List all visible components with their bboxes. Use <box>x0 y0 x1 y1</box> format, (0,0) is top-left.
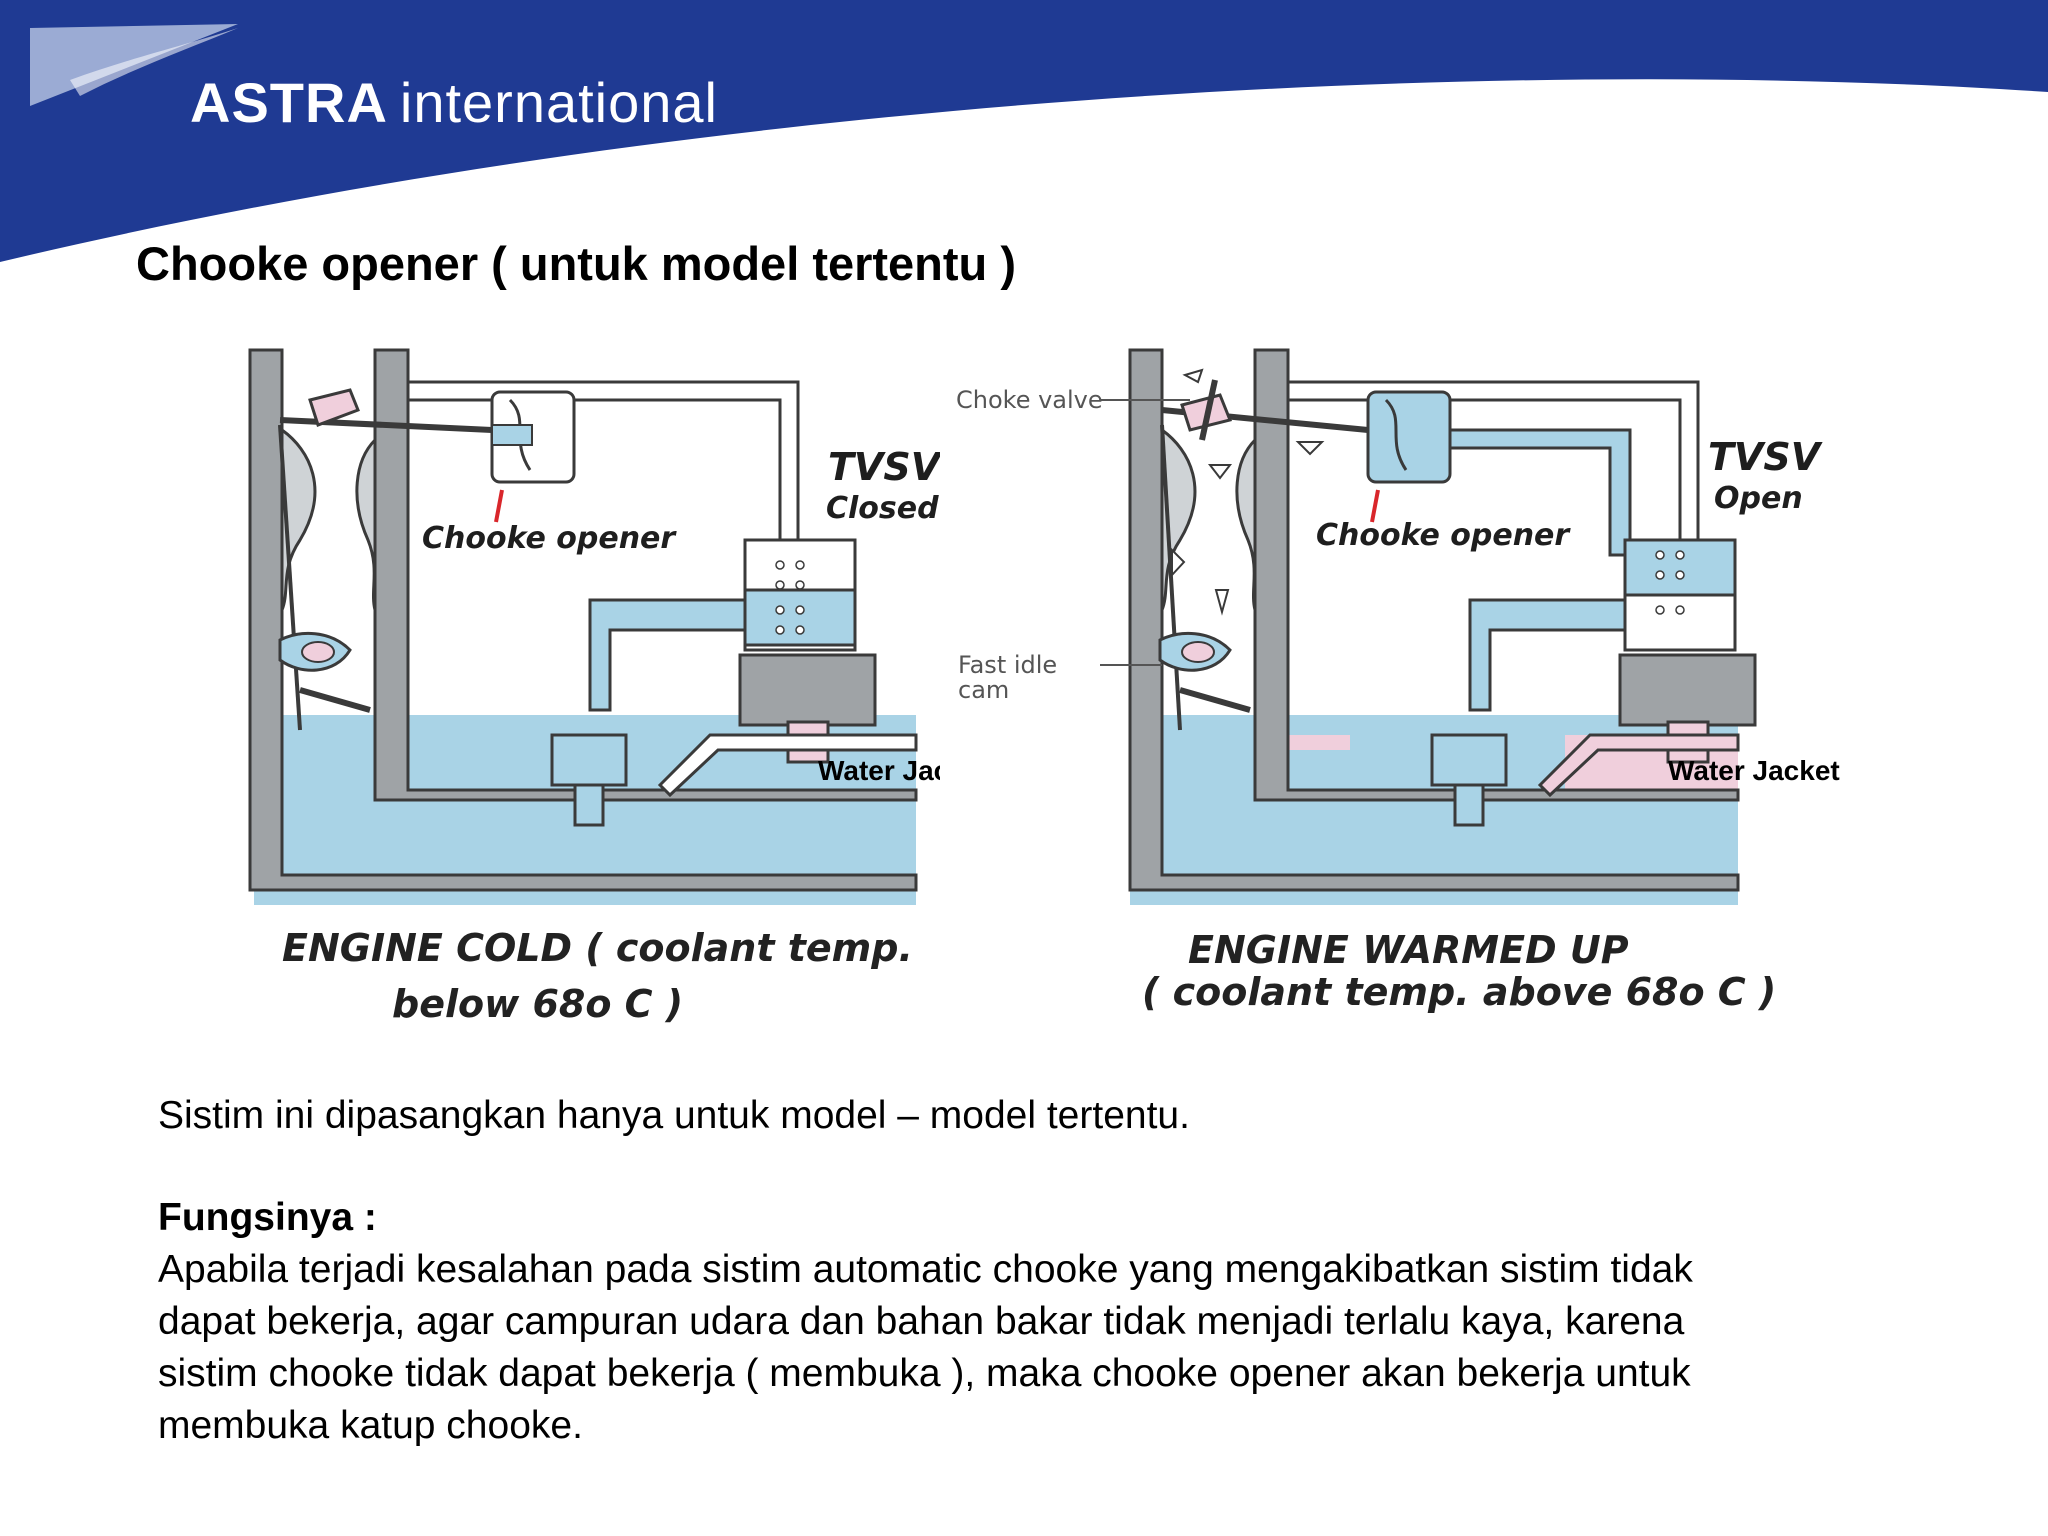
tvsv-state-label: Closed <box>826 491 939 526</box>
choke-valve-label: Choke valve <box>956 386 1103 414</box>
tvsv-label: TVSV <box>828 445 940 489</box>
diagram-engine-warm: Choke valve Fast idle cam Chooke opener … <box>940 330 1860 920</box>
intro-text: Sistim ini dipasangkan hanya untuk model… <box>158 1094 1190 1137</box>
fast-idle-label-line1: Fast idle <box>958 651 1057 679</box>
chooke-opener-label: Chooke opener <box>422 521 677 556</box>
slide-title: Chooke opener ( untuk model tertentu ) <box>136 237 1016 290</box>
caption-cold-line2: below 68o C ) <box>392 982 684 1026</box>
diagram-engine-cold: Chooke opener TVSV Closed Water Jacket <box>240 330 940 920</box>
fast-idle-label-line2: cam <box>958 676 1009 704</box>
water-jacket-label: Water Jacket <box>1668 755 1840 786</box>
tvsv-label: TVSV <box>1708 435 1823 479</box>
caption-warm-line2: ( coolant temp. above 68o C ) <box>1142 970 1777 1014</box>
function-line: dapat bekerja, agar campuran udara dan b… <box>158 1300 1685 1343</box>
caption-cold-line1: ENGINE COLD ( coolant temp. <box>282 926 913 970</box>
function-heading: Fungsinya : <box>158 1196 377 1239</box>
chooke-opener-label: Chooke opener <box>1316 518 1571 553</box>
caption-warm-line1: ENGINE WARMED UP <box>1188 928 1629 972</box>
header-banner <box>0 0 2048 262</box>
function-line: Apabila terjadi kesalahan pada sistim au… <box>158 1248 1693 1291</box>
function-line: sistim chooke tidak dapat bekerja ( memb… <box>158 1352 1691 1395</box>
function-line: membuka katup chooke. <box>158 1404 583 1447</box>
tvsv-state-label: Open <box>1714 481 1803 516</box>
water-jacket-label: Water Jacket <box>818 755 940 786</box>
